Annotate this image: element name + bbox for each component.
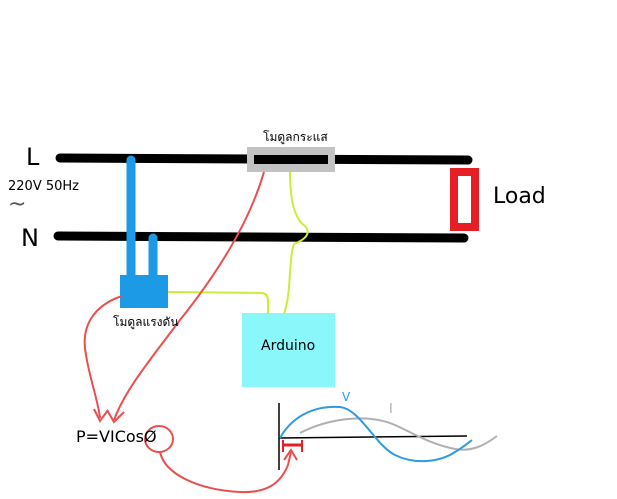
current-module-label: โมดูลกระแส: [263, 130, 328, 144]
annotation-arrow-current: [113, 171, 265, 421]
annotation-arrowhead-phase: [283, 448, 298, 461]
annotation-arrowhead-voltage: [93, 408, 109, 423]
current-wave-label: I: [389, 402, 393, 417]
load-element: [450, 168, 479, 231]
voltage-waveform: [279, 405, 473, 463]
voltage-module: [120, 275, 168, 308]
load-label: Load: [493, 184, 546, 209]
power-formula: P=VICosØ: [76, 427, 157, 446]
current-signal-wire: [283, 171, 309, 315]
phi-highlight: [144, 425, 174, 453]
line-label: L: [26, 143, 40, 171]
voltage-signal-wire: [167, 291, 269, 314]
annotation-arrowhead-current: [106, 409, 125, 424]
current-module-core: [254, 155, 328, 164]
current-waveform: [299, 417, 498, 451]
graph-x-axis: [278, 435, 468, 439]
arduino-label: Arduino: [261, 338, 316, 354]
neutral-label: N: [21, 224, 39, 252]
arduino-board: [242, 313, 335, 387]
voltage-wave-label: V: [342, 390, 351, 404]
annotation-arrow-phase: [159, 451, 292, 494]
supply-label: 220V 50Hz: [8, 179, 79, 194]
annotation-arrow-voltage: [83, 295, 123, 419]
voltage-module-label: โมดูลแรงดัน: [113, 315, 179, 329]
neutral-wire: [53, 231, 469, 243]
ac-symbol-icon: ~: [8, 192, 27, 217]
